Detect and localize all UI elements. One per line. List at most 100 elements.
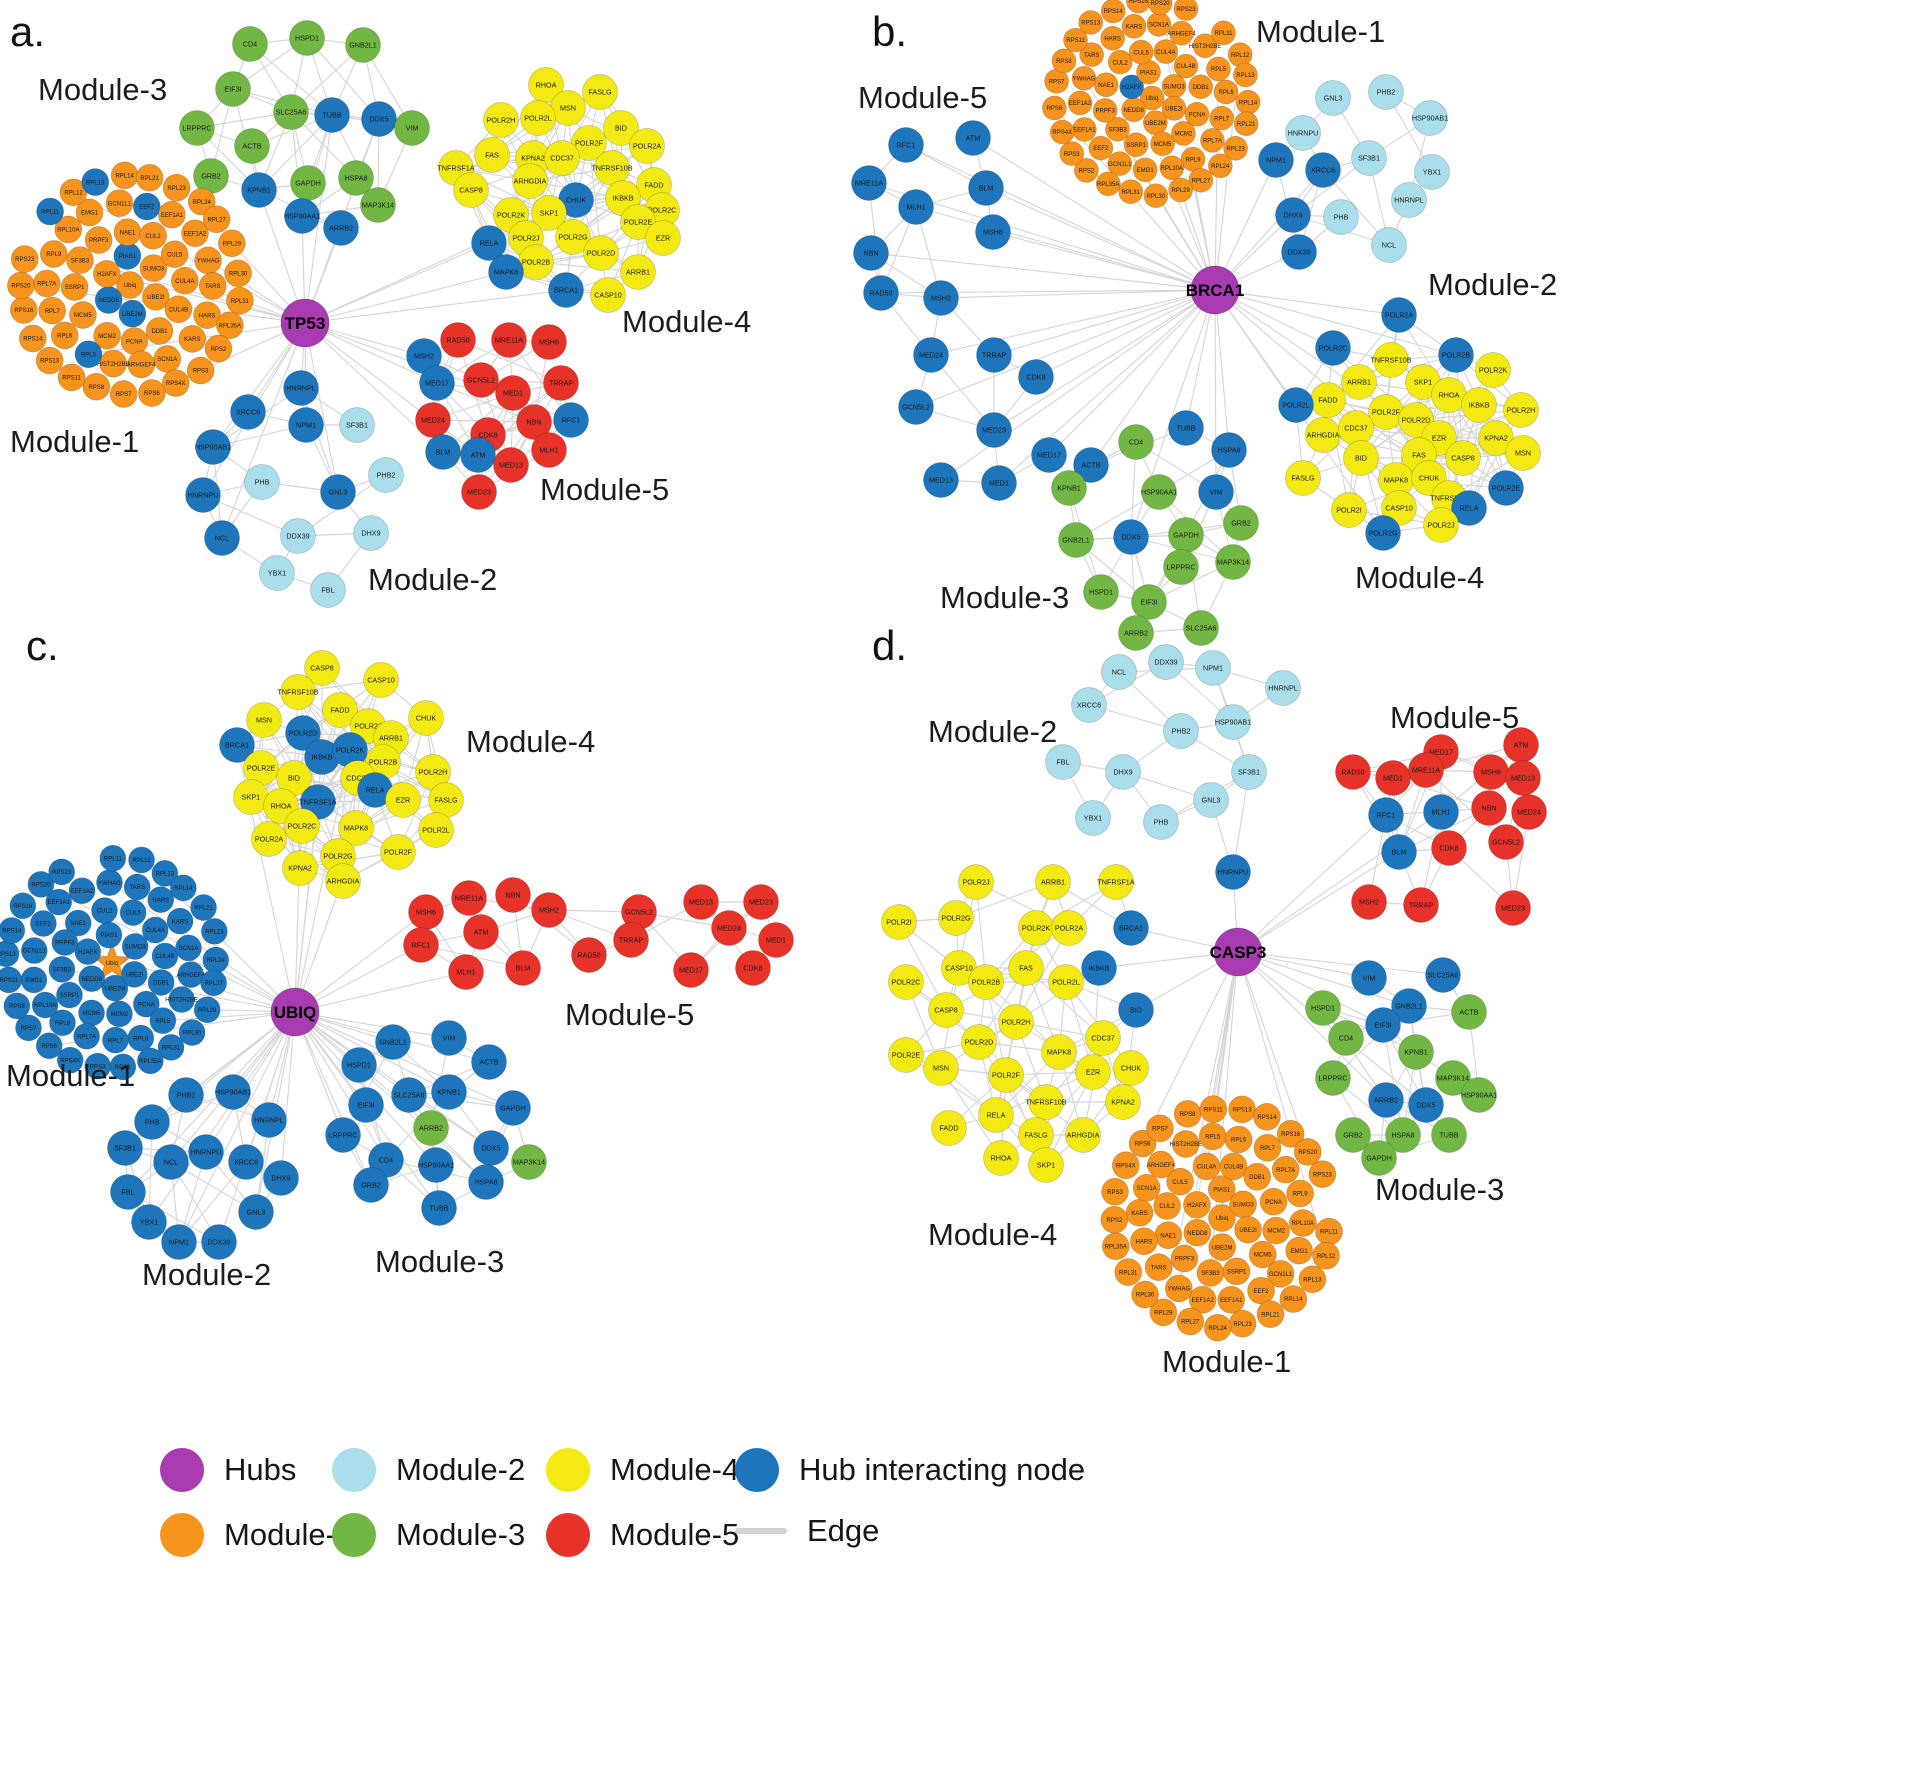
node-RPS16[interactable]: RPS16 — [1276, 1119, 1305, 1148]
node-CDK8[interactable]: CDK8 — [735, 950, 771, 986]
node-RELA[interactable]: RELA — [471, 225, 507, 261]
node-MCM5[interactable]: MCM5 — [69, 301, 97, 329]
node-MED17[interactable]: MED17 — [419, 365, 455, 401]
node-RPS8[interactable]: RPS8 — [82, 372, 111, 401]
node-HNRNPU[interactable]: HNRNPU — [188, 1134, 224, 1170]
node-EMG1[interactable]: EMG1 — [1285, 1236, 1313, 1265]
node-H2AFX[interactable]: H2AFX — [74, 938, 102, 965]
node-POLR2H[interactable]: POLR2H — [483, 102, 519, 138]
node-FADD[interactable]: FADD — [322, 692, 358, 728]
node-PHB[interactable]: PHB — [1323, 199, 1359, 235]
node-RPL21[interactable]: RPL21 — [1256, 1300, 1285, 1329]
node-GCN5L2[interactable]: GCN5L2 — [1488, 824, 1524, 860]
node-HARS[interactable]: HARS — [1100, 25, 1126, 51]
node-MSH6[interactable]: MSH6 — [1473, 754, 1509, 790]
node-POLR2L[interactable]: POLR2L — [418, 812, 454, 848]
node-RAD50[interactable]: RAD50 — [1335, 754, 1371, 790]
node-RPS3[interactable]: RPS3 — [1059, 141, 1085, 166]
node-RPL11[interactable]: RPL11 — [1211, 20, 1236, 46]
node-GCN1L1[interactable]: GCN1L1 — [20, 937, 48, 964]
node-MED17[interactable]: MED17 — [1031, 437, 1067, 473]
node-CUL5[interactable]: CUL5 — [1166, 1167, 1194, 1196]
node-PRPF3[interactable]: PRPF3 — [1092, 98, 1118, 123]
node-RPL7[interactable]: RPL7 — [102, 1026, 129, 1054]
node-RPL12[interactable]: RPL12 — [59, 178, 88, 207]
node-EIF3I[interactable]: EIF3I — [1131, 584, 1167, 620]
node-CUL4B[interactable]: CUL4B — [151, 942, 179, 970]
node-VIM[interactable]: VIM — [431, 1020, 467, 1056]
node-CUL4A[interactable]: CUL4A — [1153, 39, 1179, 64]
node-RPL5[interactable]: RPL5 — [1206, 56, 1231, 82]
node-DDX39[interactable]: DDX39 — [201, 1224, 237, 1260]
node-YBX1[interactable]: YBX1 — [1075, 800, 1111, 836]
node-CUL4A[interactable]: CUL4A — [170, 266, 199, 295]
node-MLH1[interactable]: MLH1 — [898, 189, 934, 225]
node-POLR2B[interactable]: POLR2B — [518, 244, 554, 280]
node-RPS8[interactable]: RPS8 — [1173, 1099, 1202, 1128]
node-POLR2A[interactable]: POLR2A — [251, 821, 287, 857]
node-ARRB1[interactable]: ARRB1 — [1035, 864, 1071, 900]
node-RPS23[interactable]: RPS23 — [1308, 1160, 1337, 1188]
node-RPL10A[interactable]: RPL10A — [1289, 1209, 1317, 1237]
node-RPL14[interactable]: RPL14 — [110, 161, 139, 190]
node-RPL9[interactable]: RPL9 — [1286, 1179, 1314, 1208]
node-RPS4X[interactable]: RPS4X — [56, 1046, 84, 1074]
node-RPS11[interactable]: RPS11 — [1063, 27, 1088, 53]
node-YBX1[interactable]: YBX1 — [131, 1204, 167, 1240]
node-PCNA[interactable]: PCNA — [1184, 101, 1210, 127]
node-RPS6[interactable]: RPS6 — [138, 379, 166, 407]
node-TRRAP[interactable]: TRRAP — [613, 922, 649, 958]
node-RPL10A[interactable]: RPL10A — [54, 215, 83, 244]
node-RPL10A[interactable]: RPL10A — [1159, 155, 1185, 181]
node-PHB2[interactable]: PHB2 — [368, 457, 404, 493]
node-HIST2H2BE[interactable]: HIST2H2BE — [165, 986, 198, 1013]
node-POLR2I[interactable]: POLR2I — [881, 904, 917, 940]
node-SLC25A6[interactable]: SLC25A6 — [391, 1077, 427, 1113]
node-POLR2B[interactable]: POLR2B — [968, 964, 1004, 1000]
node-EEF2[interactable]: EEF2 — [1088, 135, 1114, 161]
node-TRRAP[interactable]: TRRAP — [543, 365, 579, 401]
node-MRE11A[interactable]: MRE11A — [1408, 752, 1444, 788]
node-TARS[interactable]: TARS — [1079, 42, 1104, 67]
node-SLC25A6[interactable]: SLC25A6 — [1183, 610, 1219, 646]
node-EEF2[interactable]: EEF2 — [29, 910, 57, 937]
node-MCM2[interactable]: MCM2 — [1262, 1216, 1291, 1245]
node-RPS2[interactable]: RPS2 — [204, 334, 233, 363]
node-YBX1[interactable]: YBX1 — [259, 555, 295, 591]
node-RPL21[interactable]: RPL21 — [1233, 111, 1259, 137]
node-RPL5[interactable]: RPL5 — [149, 1007, 177, 1034]
node-BLM[interactable]: BLM — [425, 434, 461, 470]
node-NBN[interactable]: NBN — [495, 877, 531, 913]
node-GRB2[interactable]: GRB2 — [353, 1167, 389, 1203]
node-RPS14[interactable]: RPS14 — [18, 324, 47, 353]
node-HARS[interactable]: HARS — [193, 301, 221, 330]
hub-node-BRCA1[interactable]: BRCA1 — [1186, 265, 1245, 315]
node-HSP90AA1[interactable]: HSP90AA1 — [284, 198, 320, 234]
node-MCM5[interactable]: MCM5 — [1248, 1240, 1277, 1269]
node-KARS[interactable]: KARS — [178, 325, 207, 353]
node-FASLG[interactable]: FASLG — [1018, 1117, 1054, 1153]
node-RPL6[interactable]: RPL6 — [1213, 79, 1239, 105]
node-DHX9[interactable]: DHX9 — [1275, 197, 1311, 233]
node-MCM5[interactable]: MCM5 — [1150, 131, 1175, 157]
node-CHUK[interactable]: CHUK — [408, 700, 444, 736]
node-RAD50[interactable]: RAD50 — [440, 322, 476, 358]
node-CDK8[interactable]: CDK8 — [1431, 830, 1467, 866]
node-RPS4X[interactable]: RPS4X — [161, 369, 190, 397]
node-RPL13[interactable]: RPL13 — [151, 860, 179, 887]
node-RPL23[interactable]: RPL23 — [1223, 135, 1248, 161]
node-RPL5[interactable]: RPL5 — [74, 340, 103, 369]
node-CUL4A[interactable]: CUL4A — [141, 916, 169, 944]
node-DDX39[interactable]: DDX39 — [1281, 234, 1317, 270]
node-MAPK8[interactable]: MAPK8 — [338, 810, 374, 846]
node-POLR2H[interactable]: POLR2H — [1503, 392, 1539, 428]
node-RPS20[interactable]: RPS20 — [7, 271, 35, 300]
node-RPL21[interactable]: RPL21 — [135, 163, 164, 192]
node-RPL30[interactable]: RPL30 — [1143, 183, 1169, 209]
node-PCNA[interactable]: PCNA — [120, 327, 149, 355]
node-RPS23[interactable]: RPS23 — [48, 858, 76, 886]
node-SSRP1[interactable]: SSRP1 — [1123, 132, 1149, 158]
node-YWHAG[interactable]: YWHAG — [194, 246, 222, 275]
node-BRCA1[interactable]: BRCA1 — [1113, 910, 1149, 946]
node-RPL29[interactable]: RPL29 — [193, 996, 221, 1024]
